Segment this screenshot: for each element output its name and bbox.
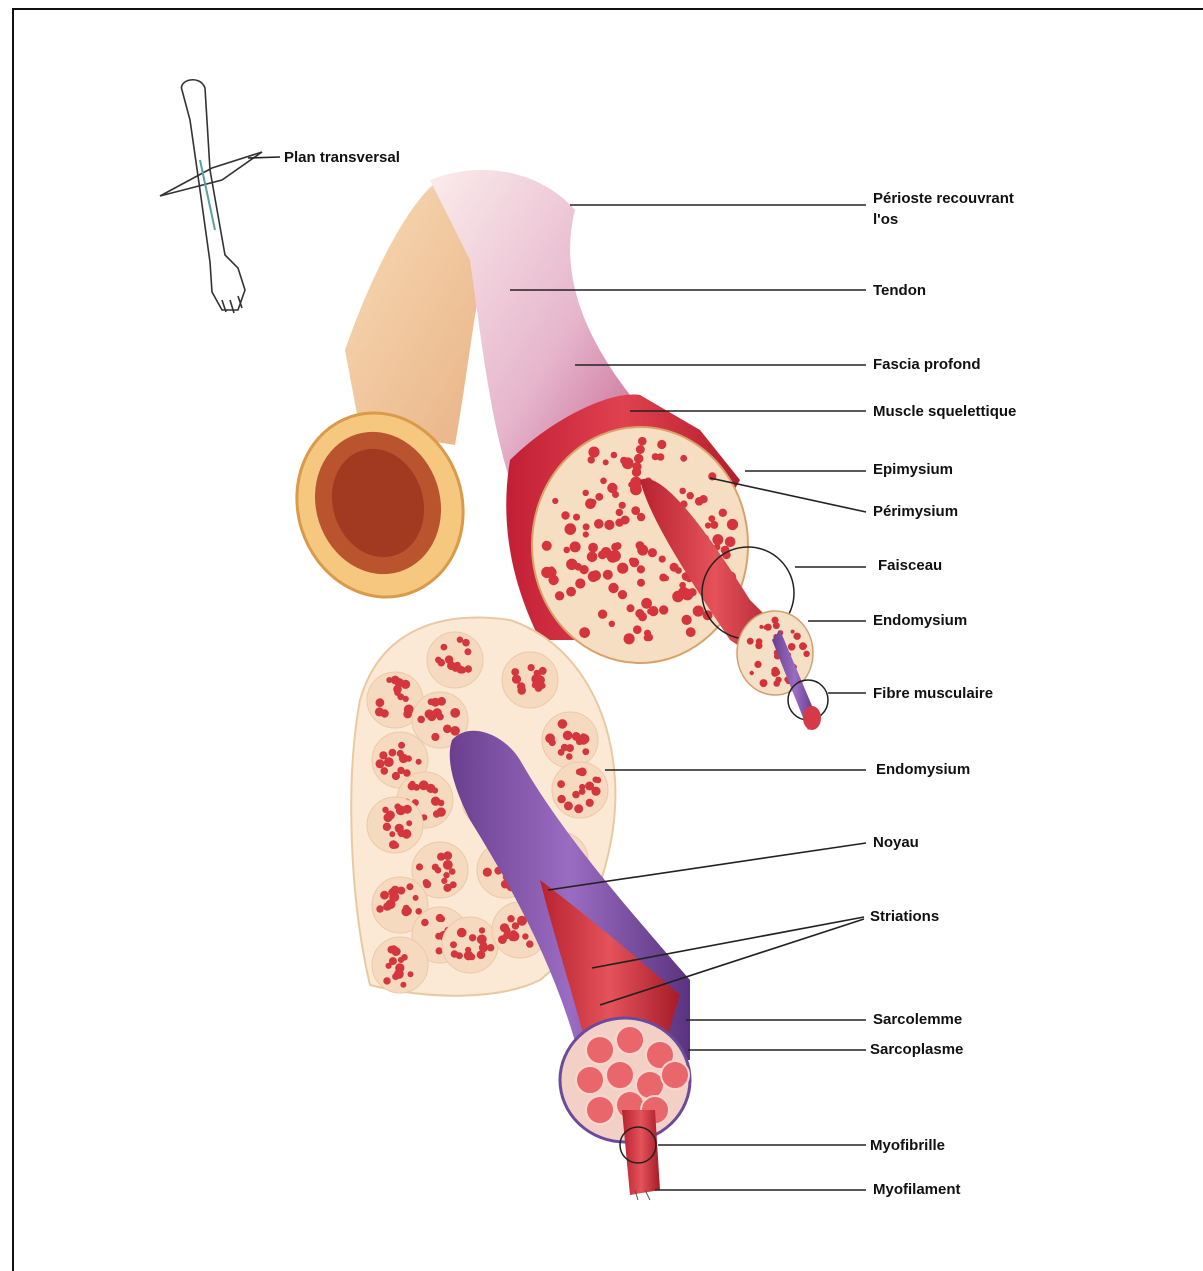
arm-sketch (160, 80, 262, 313)
label-perioste-line2: l'os (873, 209, 898, 230)
label-myofilament: Myofilament (873, 1179, 961, 1200)
label-sarcoplasme: Sarcoplasme (870, 1039, 963, 1060)
label-perioste-line1: Périoste recouvrant (873, 188, 1014, 209)
label-muscle-squelettique: Muscle squelettique (873, 401, 1016, 422)
label-endomysium-1: Endomysium (873, 610, 967, 631)
label-striations: Striations (870, 906, 939, 927)
label-plan-transversal: Plan transversal (284, 147, 400, 168)
label-noyau: Noyau (873, 832, 919, 853)
label-perimysium: Périmysium (873, 501, 958, 522)
label-faisceau: Faisceau (878, 555, 942, 576)
label-tendon: Tendon (873, 280, 926, 301)
label-endomysium-2: Endomysium (876, 759, 970, 780)
skeletal-muscle (506, 394, 748, 663)
label-myofibrille: Myofibrille (870, 1135, 945, 1156)
label-epimysium: Epimysium (873, 459, 953, 480)
label-fibre-musculaire: Fibre musculaire (873, 683, 993, 704)
label-fascia-profond: Fascia profond (873, 354, 981, 375)
label-sarcolemme: Sarcolemme (873, 1009, 962, 1030)
